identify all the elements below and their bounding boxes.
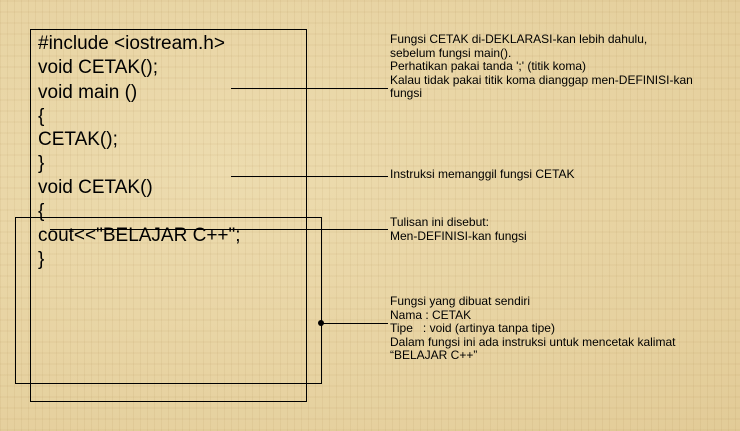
definition-note-line: Tulisan ini disebut: xyxy=(390,215,489,229)
code-line-definition-close-brace: } xyxy=(38,249,45,270)
function-definition-frame xyxy=(15,217,322,384)
user-function-note-line: Tipe : void (artinya tanpa tipe) xyxy=(390,321,555,335)
code-line-include: #include <iostream.h> xyxy=(38,33,225,54)
user-function-note-line: “BELAJAR C++” xyxy=(390,348,478,362)
call-connector-line xyxy=(231,176,388,177)
call-note-line: Instruksi memanggil fungsi CETAK xyxy=(390,167,575,181)
declaration-note-line: fungsi xyxy=(390,86,423,100)
declaration-note-line: sebelum fungsi main(). xyxy=(390,45,512,60)
code-line-close-brace: } xyxy=(38,153,45,174)
code-line-call: CETAK(); xyxy=(38,129,118,150)
definition-note: Tulisan ini disebut: Men-DEFINISI-kan fu… xyxy=(390,215,735,243)
declaration-note-line: Perhatikan pakai tanda ';' (titik koma) xyxy=(390,59,587,73)
call-note: Instruksi memanggil fungsi CETAK xyxy=(390,167,735,182)
user-function-note-line: Dalam fungsi ini ada instruksi untuk men… xyxy=(390,334,676,349)
user-function-connector-line xyxy=(321,323,388,324)
user-function-note-line: Fungsi yang dibuat sendiri xyxy=(390,294,531,308)
user-function-note: Fungsi yang dibuat sendiri Nama : CETAK … xyxy=(390,294,735,363)
declaration-note-line: Kalau tidak pakai titik koma dianggap me… xyxy=(390,72,693,87)
code-line-main: void main () xyxy=(38,82,138,103)
code-frame xyxy=(30,29,307,402)
code-line-definition-open-brace: { xyxy=(38,201,45,222)
definition-connector-line xyxy=(50,229,388,230)
declaration-note-line: Fungsi CETAK di-DEKLARASI-kan lebih dahu… xyxy=(390,32,648,46)
declaration-note: Fungsi CETAK di-DEKLARASI-kan lebih dahu… xyxy=(390,32,735,101)
code-line-definition-header: void CETAK() xyxy=(38,177,153,198)
user-function-note-line: Nama : CETAK xyxy=(390,307,472,322)
code-line-open-brace: { xyxy=(38,106,45,127)
definition-note-line: Men-DEFINISI-kan fungsi xyxy=(390,228,527,243)
code-line-prototype: void CETAK(); xyxy=(38,57,159,78)
declaration-connector-line xyxy=(231,88,388,89)
code-line-cout: cout<<"BELAJAR C++"; xyxy=(38,225,241,246)
